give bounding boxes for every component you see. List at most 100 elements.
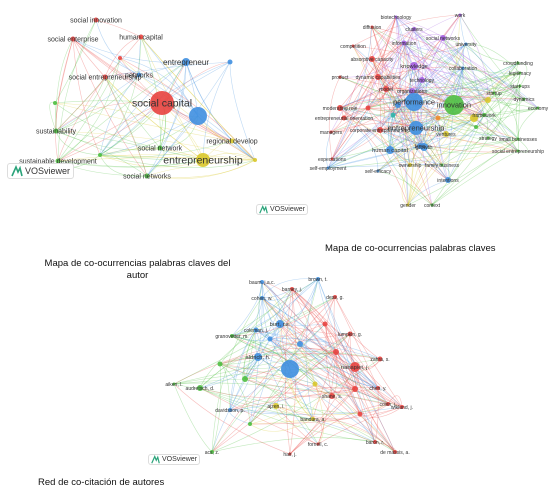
network-edge <box>487 85 521 101</box>
network-edge <box>229 388 356 411</box>
network-edge <box>99 148 204 161</box>
network-edge <box>219 363 356 390</box>
network-edge <box>339 72 521 109</box>
network-edge <box>249 297 263 425</box>
node-label: start-ups <box>510 84 530 90</box>
node-label: absorptive capacity <box>351 57 394 63</box>
network-edge <box>465 43 521 74</box>
network-edge <box>465 43 485 116</box>
network-edge <box>299 343 379 389</box>
network-edge <box>442 37 525 100</box>
network-node <box>386 146 394 154</box>
network-node <box>53 128 59 134</box>
network-edge <box>327 138 519 169</box>
network-edge <box>459 14 489 101</box>
network-edge <box>99 154 256 161</box>
node-label: competition <box>340 44 366 50</box>
network-edge <box>299 338 337 353</box>
vosviewer-logo-icon <box>11 165 23 177</box>
network-edge <box>421 37 444 81</box>
network-node <box>522 97 526 101</box>
network-edge <box>229 329 257 411</box>
network-node <box>157 145 163 151</box>
network-node <box>365 105 371 111</box>
network-edge <box>395 16 425 148</box>
network-edge <box>367 99 489 114</box>
network-edge <box>244 333 351 380</box>
network-edge <box>199 338 271 389</box>
network-edge <box>423 99 489 148</box>
network-edge <box>104 76 148 177</box>
network-edge <box>312 418 396 453</box>
network-edge <box>334 296 379 389</box>
network-edge <box>330 65 415 133</box>
network-node <box>435 115 441 121</box>
map3-panel: baum, j.a.c.brown, t.barney, j.cohen, w.… <box>148 264 435 465</box>
network-edge <box>231 281 263 337</box>
network-node <box>394 15 398 19</box>
network-edge <box>72 38 233 142</box>
network-edge <box>441 98 525 166</box>
network-edge <box>291 288 356 390</box>
network-edge <box>371 58 411 166</box>
network-edge <box>462 67 539 109</box>
node-label: technology <box>410 78 435 84</box>
network-edge <box>231 335 389 405</box>
network-node <box>330 157 334 161</box>
network-edge <box>367 28 415 109</box>
network-edge <box>257 356 314 420</box>
network-edge <box>371 26 449 181</box>
node-label: self-efficacy <box>365 169 392 175</box>
network-edge <box>99 115 199 156</box>
node-label: information <box>392 41 417 47</box>
map1-nodes <box>53 17 257 179</box>
network-edge <box>473 72 521 119</box>
network-edge <box>371 26 443 166</box>
network-edge <box>99 74 140 156</box>
network-edge <box>423 114 485 148</box>
network-edge <box>199 387 314 420</box>
node-label: bandura, a. <box>300 417 325 423</box>
node-label: knowledge <box>400 64 428 70</box>
network-edge <box>243 329 257 380</box>
network-edge <box>379 14 461 131</box>
network-edge <box>335 351 396 453</box>
network-edge <box>279 323 314 420</box>
network-edge <box>211 297 263 453</box>
network-edge <box>54 102 233 142</box>
network-node <box>138 34 144 40</box>
network-edge <box>255 329 381 360</box>
node-label: lumpkin, g. <box>338 332 362 338</box>
network-edge <box>55 74 140 132</box>
network-edge <box>104 36 142 78</box>
network-edge <box>289 403 389 455</box>
network-edge <box>291 288 389 405</box>
network-edge <box>199 387 319 445</box>
network-edge <box>57 61 187 162</box>
node-label: regional develop <box>206 138 257 145</box>
network-edge <box>388 28 415 151</box>
network-edge <box>493 92 520 152</box>
network-edge <box>244 281 263 380</box>
network-edge <box>431 150 519 206</box>
network-edge <box>54 102 233 142</box>
node-label: ventures <box>436 132 456 138</box>
network-edge <box>517 138 529 153</box>
node-label: startup <box>486 91 502 97</box>
node-label: social network <box>138 145 183 152</box>
network-edge <box>219 288 293 365</box>
network-edge <box>146 159 256 177</box>
network-edge <box>299 296 336 345</box>
network-edge <box>57 159 204 168</box>
network-edge <box>269 338 337 353</box>
network-node <box>338 75 342 79</box>
network-edge <box>334 296 403 408</box>
network-edge <box>55 130 256 161</box>
network-edge <box>392 114 439 119</box>
node-label: coleman, j. <box>244 328 268 334</box>
network-edge <box>231 288 293 337</box>
network-edge <box>275 405 361 420</box>
network-node <box>217 361 223 367</box>
